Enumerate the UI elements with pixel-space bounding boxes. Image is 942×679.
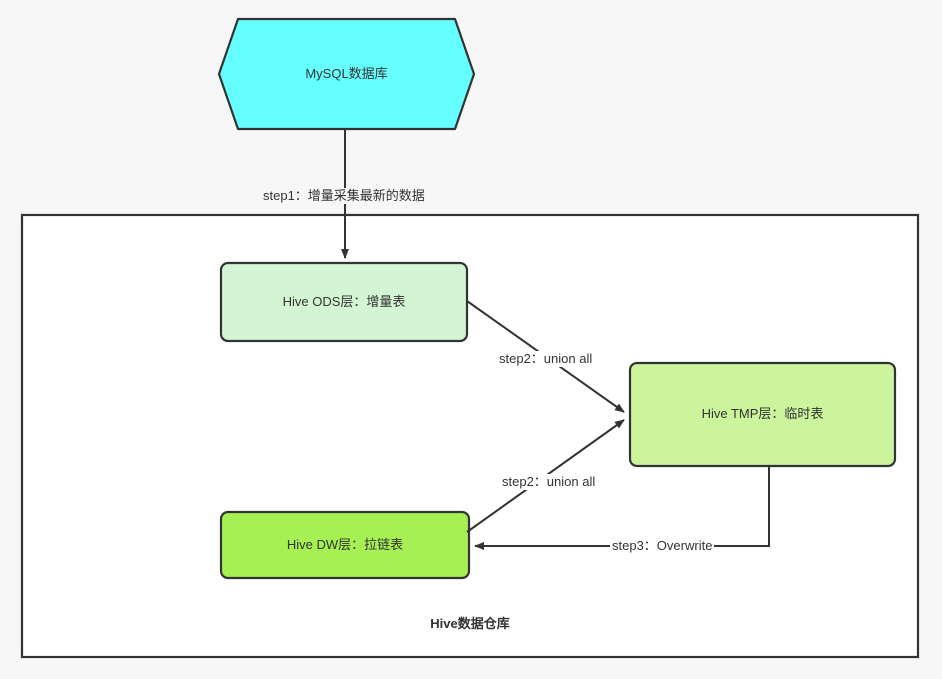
hive-warehouse-container-label: Hive数据仓库 (430, 616, 510, 631)
node-dw-shape[interactable] (219, 510, 471, 580)
node-ods-shape[interactable] (219, 261, 469, 343)
node-tmp-shape[interactable] (628, 361, 897, 468)
edge-label-step1: step1：增量采集最新的数据 (261, 188, 427, 204)
edge-label-step2-dw: step2：union all (500, 474, 598, 490)
node-mysql-shape[interactable] (217, 17, 476, 131)
edge-tmp-to-dw (474, 466, 770, 550)
edge-label-step3: step3：Overwrite (610, 538, 715, 554)
edge-label-step2-ods: step2：union all (497, 351, 595, 367)
